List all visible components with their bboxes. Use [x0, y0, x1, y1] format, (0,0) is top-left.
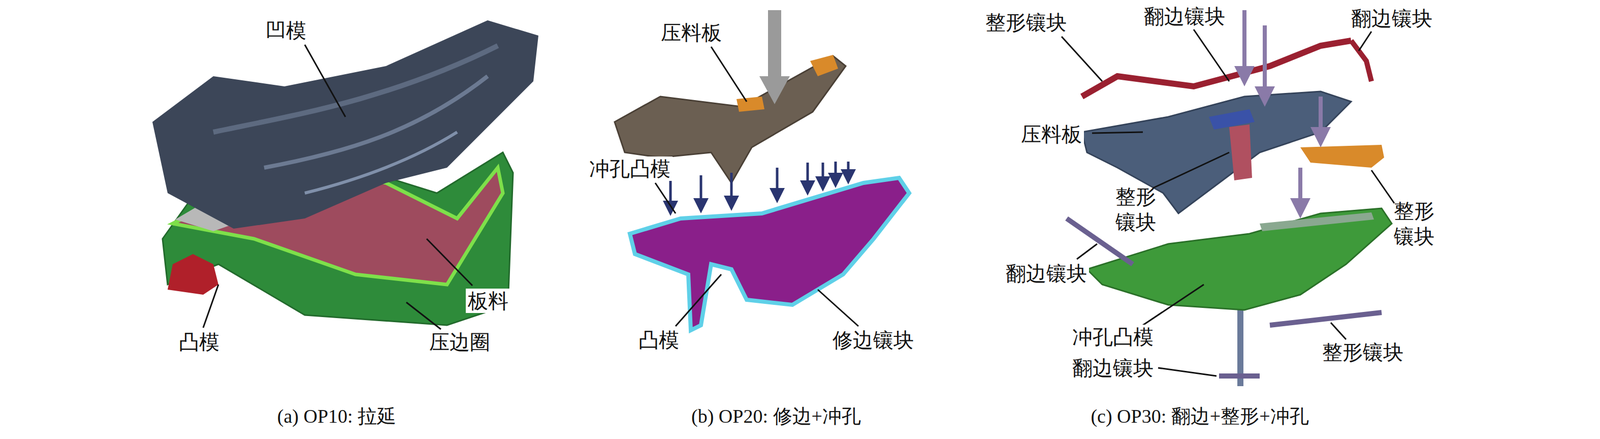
- part-label: 冲孔凸模: [1070, 324, 1156, 349]
- part-label: 凹模: [263, 18, 309, 43]
- part-label: 压边圈: [427, 329, 493, 355]
- part-label: 整形镶块: [1391, 198, 1437, 249]
- part-label: 翻边镶块: [1349, 6, 1435, 31]
- part-label: 板料: [465, 288, 511, 313]
- panel-caption: (c) OP30: 翻边+整形+冲孔: [1088, 404, 1311, 429]
- part-label: 整形镶块: [1320, 339, 1406, 365]
- op30-flange-restrike-die: [1061, 10, 1395, 387]
- panel-caption: (a) OP10: 拉延: [275, 404, 399, 429]
- part-label: 修边镶块: [830, 327, 916, 352]
- part-label: 凸模: [636, 327, 682, 352]
- part-label: 凸模: [176, 329, 222, 355]
- part-label: 压料板: [658, 20, 724, 45]
- part-label: 整形镶块: [983, 10, 1069, 35]
- part-label: 翻边镶块: [1141, 4, 1228, 29]
- part-label: 整形镶块: [1113, 183, 1159, 235]
- panel-caption: (b) OP20: 修边+冲孔: [689, 404, 863, 429]
- part-label: 翻边镶块: [1003, 261, 1090, 286]
- part-label: 冲孔凸模: [587, 156, 673, 181]
- part-label: 翻边镶块: [1070, 355, 1156, 380]
- part-label: 压料板: [1018, 121, 1084, 147]
- op10-drawing-die: [152, 20, 539, 330]
